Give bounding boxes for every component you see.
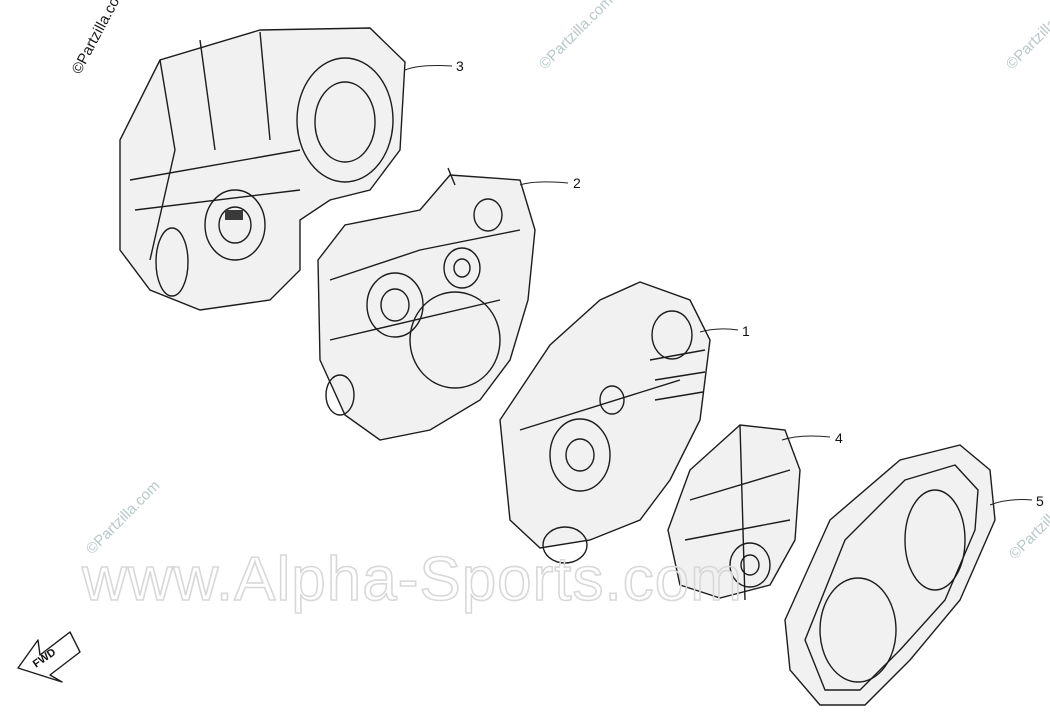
callout-number-1[interactable]: 1: [742, 323, 750, 339]
part-3-drawing: [119, 27, 406, 311]
leader-line-5: [989, 499, 1033, 506]
watermark-small-2: ©Partzilla.com: [1003, 0, 1050, 73]
part-5-drawing: [784, 444, 996, 706]
leader-line-1: [699, 328, 739, 333]
part-4-drawing: [667, 424, 801, 601]
forward-arrow-label: FWD: [31, 646, 58, 670]
callout-number-5[interactable]: 5: [1036, 493, 1044, 509]
leader-line-2: [519, 181, 569, 186]
copyright-text: ©Partzilla.co: [69, 0, 124, 77]
callout-number-4[interactable]: 4: [835, 430, 843, 446]
leader-lines: [404, 65, 1033, 506]
watermark-small-1: ©Partzilla.com: [536, 0, 617, 73]
callout-number-3[interactable]: 3: [456, 58, 464, 74]
callout-number-2[interactable]: 2: [573, 175, 581, 191]
forward-arrow-icon: [17, 631, 81, 683]
part-2-drawing: [317, 167, 536, 441]
part-1-drawing: [499, 281, 711, 564]
leader-line-4: [781, 435, 831, 441]
leader-line-3: [404, 65, 453, 71]
site-watermark: www.Alpha-Sports.com: [81, 545, 743, 614]
forward-arrow: FWD: [17, 631, 81, 683]
